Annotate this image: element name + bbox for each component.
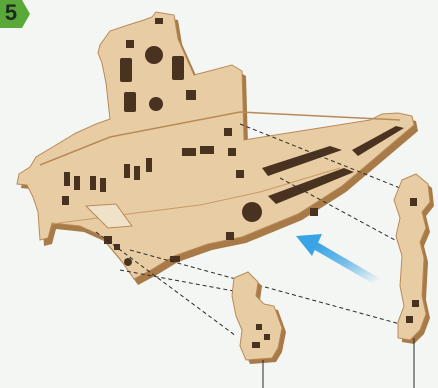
main-frame-part [17, 12, 418, 285]
tower-notch-top [155, 18, 163, 24]
bracket-hole [256, 324, 262, 330]
panel-slot [62, 196, 69, 205]
bracket-hole [410, 198, 417, 206]
panel-slot [182, 148, 196, 156]
bracket-hole [406, 316, 413, 323]
step-badge: 5 [0, 0, 32, 30]
panel-square [104, 236, 112, 244]
main-frame-face [17, 12, 414, 279]
arm-notch [226, 232, 234, 240]
panel-square [224, 128, 232, 136]
tower-slot-right [172, 56, 184, 80]
panel-square [236, 170, 244, 178]
blue-direction-arrow [296, 234, 378, 282]
panel-square [228, 148, 236, 156]
tower-square-right [186, 90, 196, 100]
arm-notch [310, 208, 318, 216]
bracket-hole [412, 300, 419, 307]
panel-slot [64, 172, 70, 186]
panel-slot [134, 166, 140, 180]
tower-slot-low-left [124, 92, 136, 112]
panel-slot [90, 176, 96, 190]
tower-round-low [149, 97, 163, 111]
panel-slot [100, 178, 106, 192]
large-bracket-part [394, 174, 434, 388]
tower-slot-left [120, 58, 132, 82]
bracket-hole [252, 342, 260, 348]
panel-slot [146, 158, 152, 172]
panel-hole-round [242, 202, 262, 222]
panel-slot [200, 146, 214, 154]
tower-square-top [126, 40, 134, 48]
small-bracket-part [232, 272, 286, 388]
bracket-hole [264, 334, 270, 340]
step-number: 5 [0, 1, 22, 25]
tower-round-hole [145, 46, 163, 64]
panel-slot [124, 164, 130, 178]
panel-slot [74, 176, 80, 190]
arrow-shaft [316, 246, 378, 282]
panel-hole-small [124, 258, 132, 266]
